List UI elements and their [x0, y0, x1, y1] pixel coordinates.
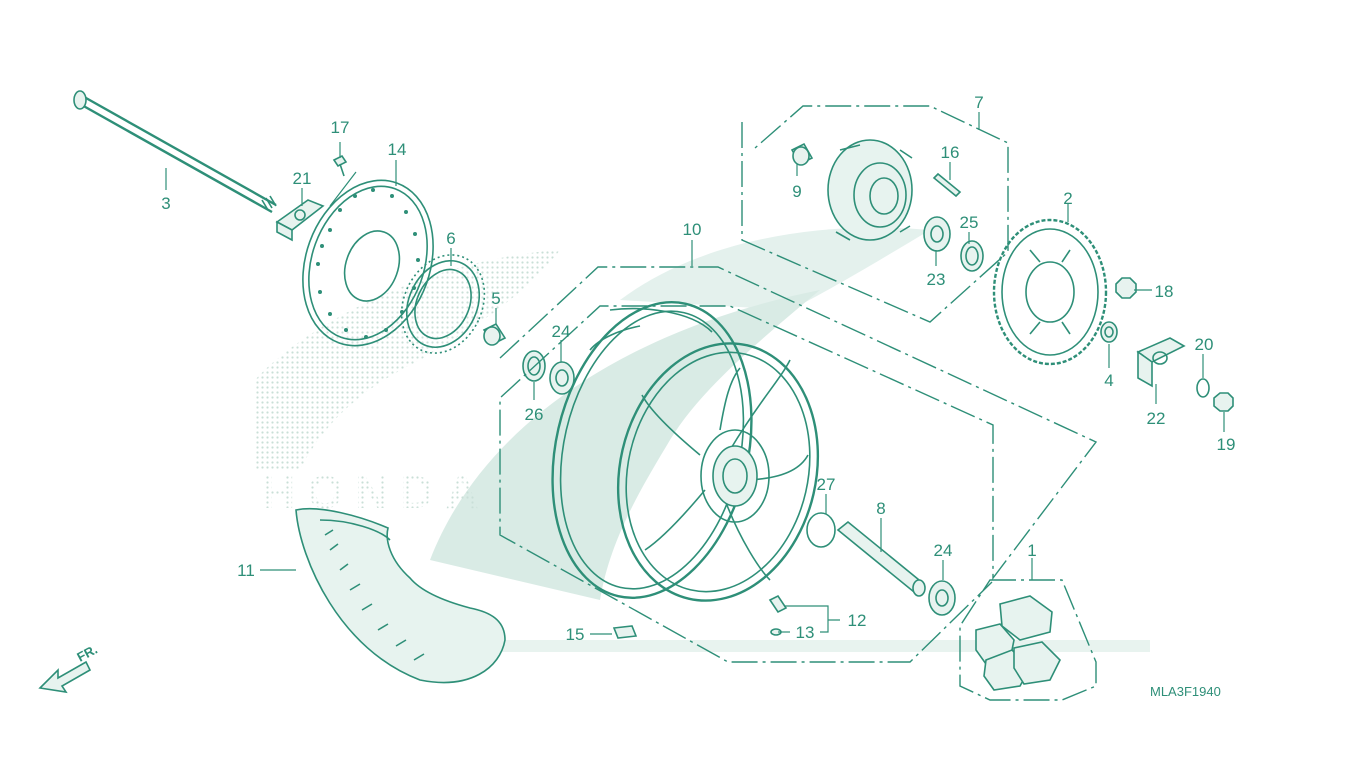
callout-23: 23 [927, 270, 946, 289]
right-adjuster-plate [1136, 337, 1186, 388]
sprocket-nut [1115, 277, 1137, 299]
callout-14: 14 [388, 140, 407, 159]
rear-tire [295, 508, 506, 684]
rear-wheel [551, 301, 820, 602]
balance-weight [612, 625, 638, 639]
right-collar [1100, 321, 1118, 343]
callout-3: 3 [161, 194, 170, 213]
o-ring [806, 512, 836, 548]
callout-8: 8 [876, 499, 885, 518]
callout-13: 13 [796, 623, 815, 642]
wheel-group-outline [499, 266, 1098, 663]
disc-bolt [332, 154, 348, 177]
direction-label: FR. [74, 642, 100, 665]
rear-axle [73, 90, 277, 214]
bearing-left [549, 361, 575, 395]
flange-seal [960, 240, 984, 272]
distance-collar [836, 520, 926, 597]
final-driven-sprocket [992, 218, 1108, 366]
axle-nut [1213, 392, 1234, 412]
damper-group-outline [959, 579, 1097, 701]
callout-7: 7 [974, 93, 983, 112]
callout-16: 16 [941, 143, 960, 162]
callout-11: 11 [237, 561, 255, 580]
callout-25: 25 [960, 213, 979, 232]
front-direction-arrow: FR. [38, 642, 100, 694]
leader-lines [165, 112, 1225, 635]
diagram-code: MLA3F1940 [1150, 684, 1221, 699]
callout-5: 5 [491, 289, 500, 308]
callout-6: 6 [446, 229, 455, 248]
callout-19: 19 [1217, 435, 1236, 454]
callout-15: 15 [566, 625, 585, 644]
flange-bearing [923, 216, 951, 252]
callout-10: 10 [683, 220, 702, 239]
callout-24-right: 24 [934, 541, 953, 560]
callout-24-left: 24 [552, 322, 571, 341]
axle-washer [1196, 378, 1210, 398]
bearing-right [928, 580, 956, 616]
side-collar [482, 322, 507, 346]
brake-disc [302, 179, 434, 347]
dust-seal-large [400, 254, 486, 354]
callout-22: 22 [1147, 409, 1166, 428]
callout-21: 21 [293, 169, 312, 188]
flange-collar [790, 142, 814, 166]
callout-17: 17 [331, 118, 350, 137]
flange-group-outline [741, 105, 1009, 323]
driven-flange [827, 139, 913, 241]
callout-18: 18 [1155, 282, 1174, 301]
callout-labels: 1 2 3 4 5 6 7 8 9 10 11 12 13 14 15 16 1… [161, 93, 1235, 644]
left-adjuster-plate [275, 199, 325, 242]
sprocket-stud [932, 172, 962, 198]
callout-4: 4 [1104, 371, 1113, 390]
callout-12: 12 [848, 611, 867, 630]
callout-9: 9 [792, 182, 801, 201]
callout-1: 1 [1027, 541, 1036, 560]
callout-2: 2 [1063, 189, 1072, 208]
callout-26: 26 [525, 405, 544, 424]
wheel-damper-rubbers [975, 595, 1061, 691]
tire-valve [768, 594, 788, 636]
callout-27: 27 [817, 475, 836, 494]
callout-20: 20 [1195, 335, 1214, 354]
